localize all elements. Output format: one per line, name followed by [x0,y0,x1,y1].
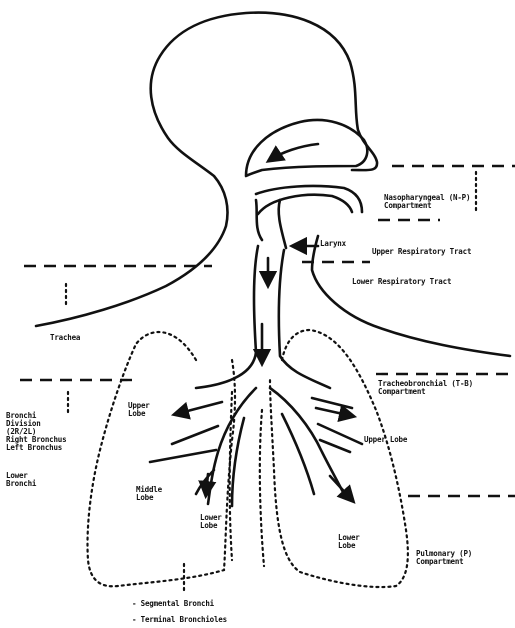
right-lower-arrow [330,476,352,500]
terminal-bronchioles-label: - Terminal Bronchioles [132,616,227,624]
left-branch-3 [150,450,216,462]
head-outline [36,13,377,326]
nasopharyngeal-compartment-label: Nasopharyngeal (N-P) Compartment [384,194,470,210]
upper-lobe-left-label: Upper Lobe [128,402,150,418]
upper-lobe-right-label: Upper Lobe [364,436,407,444]
nasal-flow [270,144,318,160]
right-branch-4 [320,440,350,452]
segmental-bronchi-label: - Segmental Bronchi [132,600,214,608]
larynx-label: Larynx [320,240,346,248]
left-branch-2 [172,426,218,444]
lower-lobe-left-label: Lower Lobe [200,514,222,530]
trachea-right-wall [279,250,330,388]
lower-respiratory-tract-label: Lower Respiratory Tract [352,278,451,286]
right-upper-arrow [316,408,352,416]
bronchi-division-label: Bronchi Division (2R/2L) Right Bronchus … [6,412,66,452]
pharynx-right-wall [279,200,286,248]
pharynx-left-wall [256,200,262,240]
trachea-label: Trachea [50,334,80,342]
tracheobronchial-compartment-label: Tracheobronchial (T-B) Compartment [378,380,473,396]
tongue [258,195,352,214]
left-upper-branch [176,402,222,414]
inner-bronchus-right [282,414,314,494]
middle-lobe-label: Middle Lobe [136,486,162,502]
lower-lobe-right-label: Lower Lobe [338,534,360,550]
nasal-cavity [246,120,367,176]
upper-respiratory-tract-label: Upper Respiratory Tract [372,248,471,256]
right-branch-1 [312,398,352,408]
palate [256,186,362,212]
lower-bronchi-label: Lower Bronchi [6,472,36,488]
lung-inner-divider [230,392,264,566]
trachea-left-wall [196,246,258,388]
pulmonary-compartment-label: Pulmonary (P) Compartment [416,550,472,566]
